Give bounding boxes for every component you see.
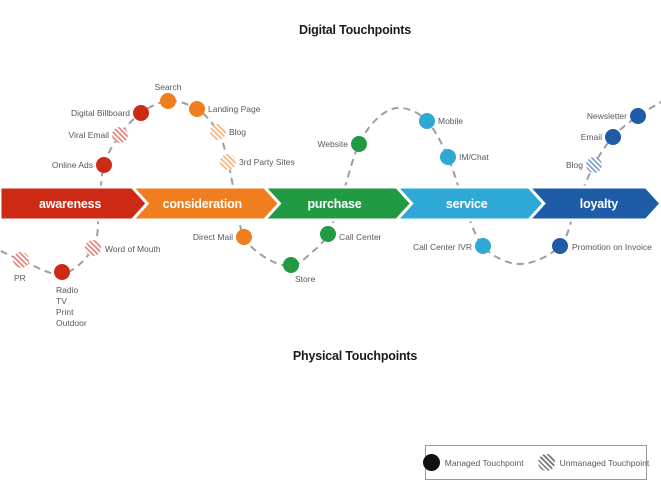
touchpoint-label-im-chat: IM/Chat (459, 152, 489, 162)
touchpoint-label-direct-mail: Direct Mail (193, 232, 233, 242)
stage-label-awareness: awareness (39, 197, 101, 211)
touchpoint-dot-mobile (419, 113, 435, 129)
touchpoint-dot-word-of-mouth (85, 240, 101, 256)
touchpoint-dot-direct-mail (236, 229, 252, 245)
touchpoint-dot-3rd-party-sites (220, 154, 236, 170)
touchpoint-label-blog: Blog (229, 127, 246, 137)
touchpoint-dot-email (605, 129, 621, 145)
touchpoint-dot-call-center (320, 226, 336, 242)
stage-label-loyalty: loyalty (580, 197, 618, 211)
touchpoint-label-blog: Blog (566, 160, 583, 170)
touchpoint-dot-promotion-on-invoice (552, 238, 568, 254)
stage-label-service: service (446, 197, 488, 211)
physical-touchpoints-title: Physical Touchpoints (292, 349, 418, 363)
unmanaged-touchpoint-icon (537, 454, 555, 471)
touchpoint-dot-website (351, 136, 367, 152)
legend-unmanaged-label: Unmanaged Touchpoint (559, 457, 650, 468)
touchpoint-label-pr: PR (14, 273, 26, 283)
touchpoint-label-email: Email (581, 132, 602, 142)
touchpoint-label-online-ads: Online Ads (52, 160, 93, 170)
touchpoint-label-word-of-mouth: Word of Mouth (105, 244, 161, 254)
digital-touchpoints-title: Digital Touchpoints (299, 23, 411, 37)
touchpoint-label-mobile: Mobile (438, 116, 463, 126)
managed-touchpoint-icon (422, 454, 440, 471)
touchpoint-dot-blog (210, 124, 226, 140)
touchpoint-dot-viral-email (112, 127, 128, 143)
touchpoint-label-store: Store (295, 274, 316, 284)
touchpoint-label-digital-billboard: Digital Billboard (71, 108, 130, 118)
touchpoint-dot-pr (13, 252, 29, 268)
legend: Managed Touchpoint Unmanaged Touchpoint (422, 445, 650, 480)
touchpoint-label-search: Search (155, 82, 182, 92)
touchpoint-dot-landing-page (189, 101, 205, 117)
touchpoint-label-newsletter: Newsletter (587, 111, 627, 121)
legend-item-managed: Managed Touchpoint (422, 454, 524, 471)
stage-label-consideration: consideration (163, 197, 242, 211)
stage-label-purchase: purchase (308, 197, 362, 211)
touchpoint-label-landing-page: Landing Page (208, 104, 261, 114)
touchpoint-label-promotion-on-invoice: Promotion on Invoice (572, 242, 652, 252)
touchpoint-dot-blog (586, 157, 602, 173)
touchpoint-dot-search (160, 93, 176, 109)
stage-arrow-awareness (0, 185, 150, 222)
touchpoint-dot-call-center-ivr (475, 238, 491, 254)
touchpoint-dot-radio (54, 264, 70, 280)
touchpoint-dot-newsletter (630, 108, 646, 124)
touchpoint-label-call-center: Call Center (339, 232, 382, 242)
touchpoint-dot-online-ads (96, 157, 112, 173)
touchpoint-dot-digital-billboard (133, 105, 149, 121)
legend-item-unmanaged: Unmanaged Touchpoint (537, 454, 650, 471)
touchpoint-dot-store (283, 257, 299, 273)
touchpoint-label-viral-email: Viral Email (69, 130, 110, 140)
touchpoint-label-call-center-ivr: Call Center IVR (413, 242, 472, 252)
touchpoint-label-website: Website (317, 139, 348, 149)
touchpoint-label-3rd-party-sites: 3rd Party Sites (239, 157, 295, 167)
legend-managed-label: Managed Touchpoint (444, 457, 524, 468)
touchpoint-dot-im-chat (440, 149, 456, 165)
